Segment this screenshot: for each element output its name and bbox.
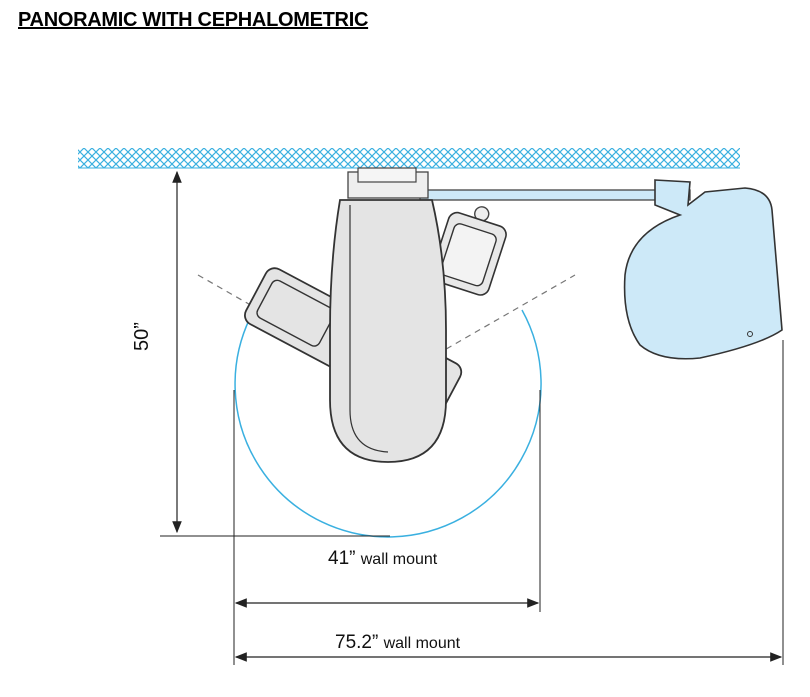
pano-width-value: 41” [328, 548, 356, 569]
pano-width-label: 41” wall mount [328, 548, 437, 570]
wall [78, 148, 740, 168]
ceph-arm [419, 189, 691, 201]
ceph-width-unit: wall mount [383, 635, 461, 652]
ceph-width-value: 75.2” [335, 632, 379, 653]
ceph-head [623, 179, 783, 360]
sensor-head [430, 206, 507, 296]
pano-width-unit: wall mount [360, 551, 438, 568]
page-title: PANORAMIC WITH CEPHALOMETRIC [18, 9, 369, 31]
ceph-width-label: 75.2” wall mount [335, 632, 460, 654]
main-unit [329, 199, 447, 463]
height-label: 50” [130, 322, 153, 351]
